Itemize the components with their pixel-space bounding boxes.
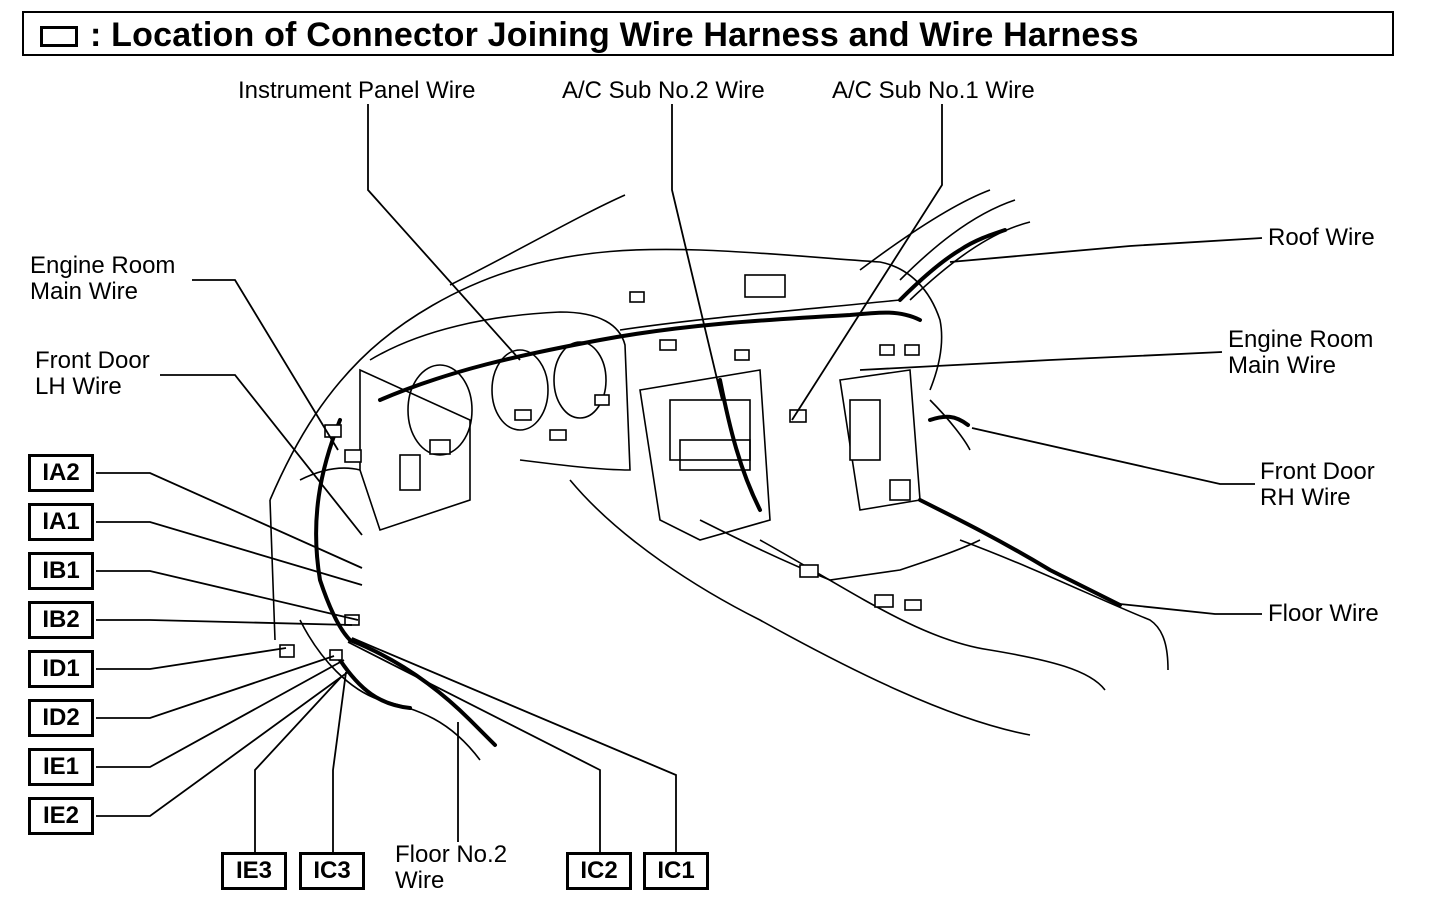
connector-block	[799, 564, 819, 578]
page-title: : Location of Connector Joining Wire Har…	[90, 16, 1139, 54]
connector-block	[744, 274, 786, 298]
leader-id1	[96, 647, 287, 670]
label-engine-room-main-wire-right: Engine Room Main Wire	[1228, 326, 1374, 379]
harness-floor	[918, 498, 1122, 607]
leader-front-door-rh	[971, 427, 1255, 485]
leader-ic2	[347, 641, 601, 852]
connector-ic2: IC2	[566, 852, 632, 890]
connector-block	[514, 409, 532, 421]
connector-block	[904, 599, 922, 611]
leader-ia1	[96, 521, 363, 586]
leader-front-door-lh	[160, 374, 363, 536]
center-stack	[639, 369, 771, 541]
label-floor-wire: Floor Wire	[1268, 600, 1379, 627]
label-engine-room-main-wire-left: Engine Room Main Wire	[30, 252, 176, 305]
left-side-panel	[269, 467, 361, 641]
connector-ie3: IE3	[221, 852, 287, 890]
leader-floor	[1119, 603, 1262, 615]
radio-panel	[679, 439, 751, 471]
label-floor-no2-wire: Floor No.2 Wire	[395, 841, 508, 894]
leader-ac-sub-2	[671, 104, 723, 401]
connector-block	[344, 449, 362, 463]
gauge-left	[407, 364, 473, 456]
leader-ia2	[96, 472, 363, 569]
connector-block	[594, 394, 610, 406]
connector-ie1: IE1	[28, 748, 94, 786]
windshield-line	[449, 194, 626, 286]
leader-ie3	[254, 675, 343, 852]
harness-lower-run	[348, 638, 497, 747]
connector-block	[329, 649, 343, 661]
right-door-edge	[929, 399, 971, 451]
connector-id2: ID2	[28, 699, 94, 737]
label-front-door-rh-wire: Front Door RH Wire	[1260, 458, 1375, 511]
connector-ia1: IA1	[28, 503, 94, 541]
label-instrument-panel-wire: Instrument Panel Wire	[238, 77, 476, 104]
label-ac-sub-no1-wire: A/C Sub No.1 Wire	[832, 77, 1035, 104]
center-console	[699, 519, 981, 581]
connector-block	[429, 439, 451, 455]
windshield-line-right	[859, 189, 991, 271]
console-floor-right	[959, 539, 1169, 671]
leader-ie2	[96, 671, 349, 817]
connector-block	[874, 594, 894, 608]
leader-ic3	[332, 671, 347, 852]
dash-front-edge	[619, 299, 901, 331]
title-box: : Location of Connector Joining Wire Har…	[22, 11, 1394, 56]
gauge-right	[553, 341, 607, 419]
label-roof-wire: Roof Wire	[1268, 224, 1375, 251]
leader-ac-sub-1	[791, 104, 943, 421]
connector-ia2: IA2	[28, 454, 94, 492]
ac-control-panel	[669, 399, 751, 461]
label-front-door-lh-wire: Front Door LH Wire	[35, 347, 150, 400]
connector-ic3: IC3	[299, 852, 365, 890]
connector-block	[904, 344, 920, 356]
connector-block	[629, 291, 645, 303]
connector-box-icon	[40, 26, 78, 47]
harness-ip-main	[378, 310, 922, 402]
leader-ic1	[351, 637, 677, 852]
connector-ib2: IB2	[28, 601, 94, 639]
lower-left-area	[299, 619, 481, 761]
harness-lower-run2	[338, 658, 412, 710]
leader-instrument-panel	[367, 104, 521, 361]
leader-ib2	[96, 619, 353, 626]
connector-block	[549, 429, 567, 441]
gauge-center	[491, 349, 549, 431]
connector-block	[879, 344, 895, 356]
connector-block	[399, 454, 421, 491]
connector-ib1: IB1	[28, 552, 94, 590]
leader-engine-room-right	[859, 351, 1223, 371]
console-floor-left	[569, 479, 1031, 736]
leader-id2	[96, 655, 335, 719]
leader-ie1	[96, 659, 345, 768]
connector-ic1: IC1	[643, 852, 709, 890]
connector-block	[889, 479, 911, 501]
leader-ib1	[96, 570, 359, 621]
pillar-right	[899, 199, 1031, 301]
connector-id1: ID1	[28, 650, 94, 688]
connector-block	[279, 644, 295, 658]
connector-block	[849, 399, 881, 461]
cluster-hood	[369, 311, 631, 471]
leader-roof	[949, 237, 1263, 263]
leader-engine-room-left	[192, 279, 339, 451]
dash-top-outline	[269, 248, 943, 501]
console-floor-mid	[759, 539, 1106, 691]
connector-block	[734, 349, 750, 361]
harness-center	[718, 378, 762, 512]
harness-roof	[898, 228, 1007, 302]
connector-ie2: IE2	[28, 797, 94, 835]
label-ac-sub-no2-wire: A/C Sub No.2 Wire	[562, 77, 765, 104]
connector-block	[659, 339, 677, 351]
harness-right-door	[928, 414, 970, 427]
